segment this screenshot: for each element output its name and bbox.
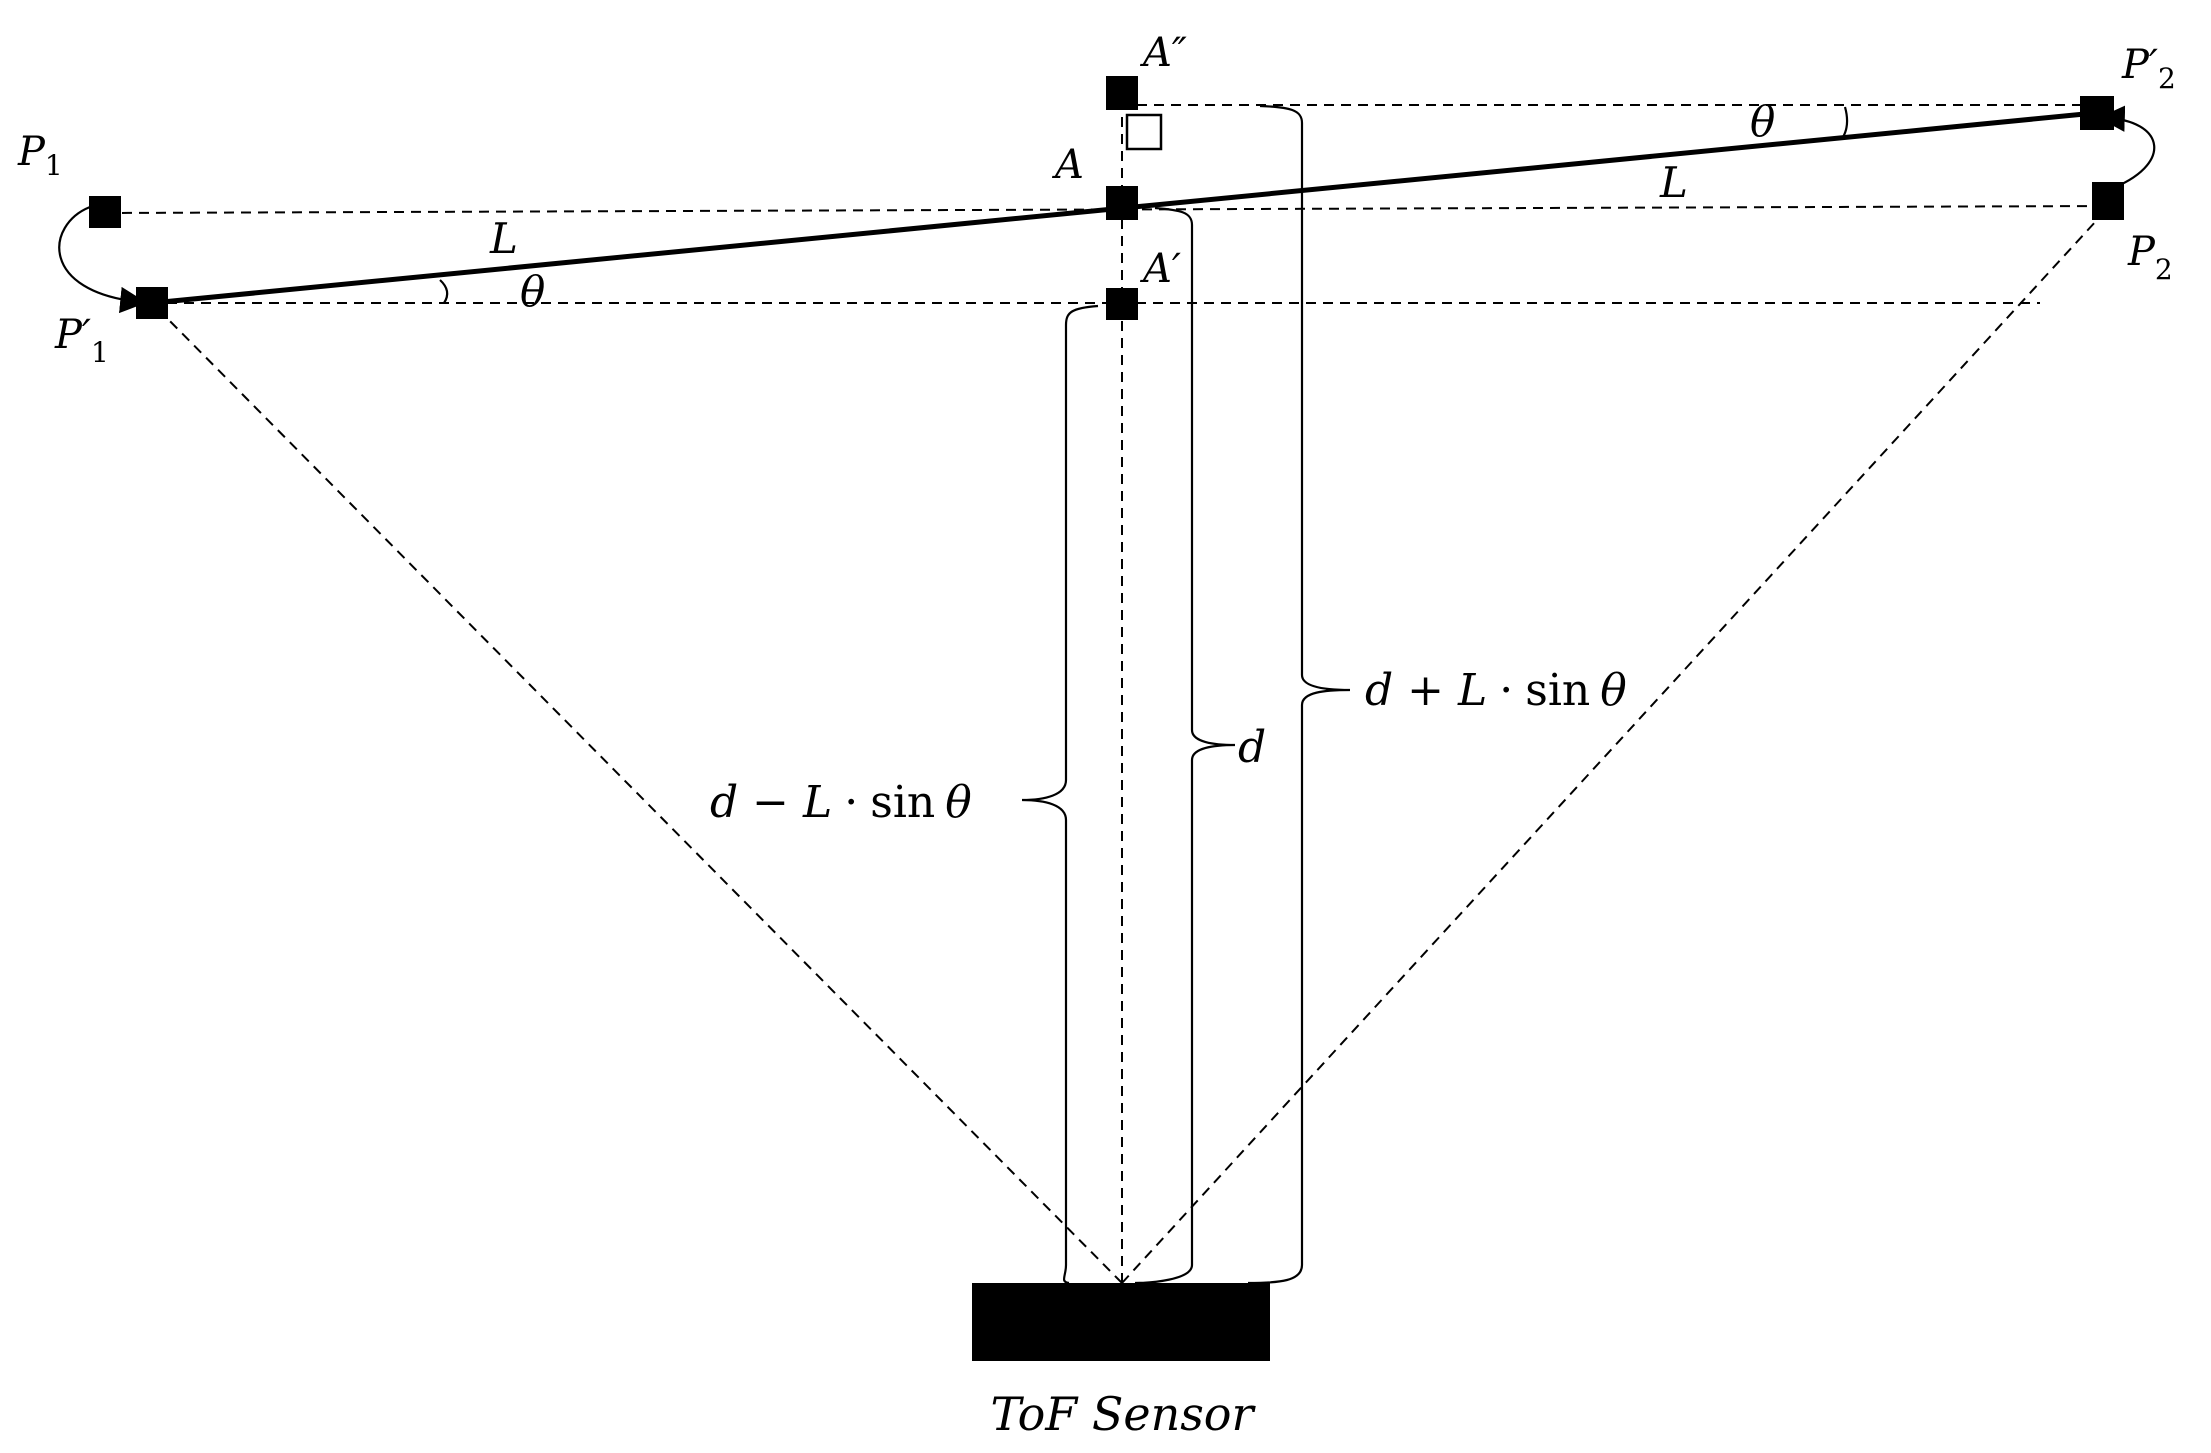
label-tof-sensor: ToF Sensor — [991, 1387, 1257, 1441]
brace-d-minus — [1021, 304, 1099, 1285]
label-length-right: L — [1659, 158, 1688, 207]
tof-sensor-block — [972, 1283, 1270, 1361]
right-angle-marker — [1125, 113, 1163, 151]
label-theta-left: θ — [520, 267, 545, 316]
point-a — [1106, 186, 1138, 220]
label-d: d — [1238, 722, 1266, 773]
brace-d — [1134, 206, 1236, 1285]
label-length-left: L — [489, 214, 518, 263]
rotation-arrow-left — [58, 205, 147, 314]
label-a-double-prime: A″ — [1139, 30, 1187, 76]
brace-d-plus — [1247, 104, 1351, 1285]
label-p1-prime: P′1 — [54, 312, 109, 369]
label-p2: P2 — [2127, 229, 2173, 286]
angle-arc-left — [439, 279, 449, 304]
line-sensor-to-p1prime — [151, 302, 1123, 1284]
point-a-prime — [1106, 288, 1138, 320]
point-p2-prime — [2080, 96, 2114, 130]
point-p1-prime — [136, 287, 168, 319]
label-a-prime: A′ — [1139, 246, 1181, 292]
point-p2 — [2092, 182, 2124, 220]
line-sensor-to-p2 — [1121, 207, 2109, 1284]
point-a-double-prime — [1106, 76, 1138, 110]
label-p2-prime: P′2 — [2121, 42, 2176, 95]
angle-arc-right — [1842, 106, 1849, 138]
point-p1 — [89, 196, 121, 228]
label-a: A — [1051, 142, 1084, 188]
label-theta-right: θ — [1750, 97, 1775, 146]
rotation-arrow-right — [2098, 105, 2156, 192]
label-p1: P1 — [17, 129, 63, 182]
line-p1-to-p2 — [104, 205, 2111, 214]
